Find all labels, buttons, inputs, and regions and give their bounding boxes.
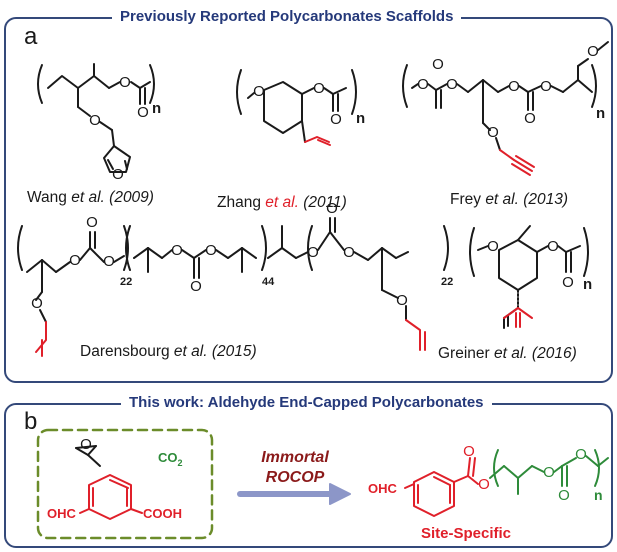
- svg-text:O: O: [119, 74, 131, 91]
- svg-text:44: 44: [262, 276, 275, 288]
- svg-text:22: 22: [441, 276, 453, 288]
- structure-wang: [37, 63, 155, 173]
- svg-text:O: O: [253, 83, 265, 100]
- citation-zhang: Zhang et al. (2011): [217, 194, 347, 211]
- svg-text:O: O: [313, 80, 325, 97]
- product-aryl-ester: [404, 457, 479, 517]
- arrow-label-rocop: ROCOP: [266, 469, 325, 486]
- svg-text:O: O: [343, 244, 355, 261]
- svg-text:O: O: [171, 242, 183, 259]
- panel-a-title: Previously Reported Polycarbonates Scaff…: [112, 8, 462, 25]
- formylbenzoic-acid: [79, 474, 143, 520]
- svg-text:n: n: [356, 110, 365, 127]
- panel-b-letter: b: [24, 408, 38, 435]
- svg-text:O: O: [417, 76, 429, 93]
- product-atom-labels: O O: [463, 443, 490, 493]
- co2-label: CO2: [158, 450, 183, 468]
- svg-text:n: n: [583, 276, 592, 293]
- svg-text:O: O: [112, 166, 124, 183]
- subscripts: n n n 22 44 22 n: [120, 100, 605, 293]
- svg-text:O: O: [137, 104, 149, 121]
- ohc-label: OHC: [47, 506, 77, 521]
- svg-text:O: O: [478, 476, 490, 493]
- svg-text:O: O: [307, 244, 319, 261]
- citation-frey: Frey et al. (2013): [450, 191, 569, 208]
- svg-text:O: O: [487, 124, 499, 141]
- svg-text:O: O: [524, 110, 536, 127]
- product-subscript-n: n: [594, 487, 603, 503]
- structure-frey: [402, 41, 609, 151]
- cooh-label: COOH: [143, 506, 182, 521]
- site-specific-label: Site-Specific: [421, 525, 511, 542]
- structure-darensbourg: [17, 217, 449, 323]
- svg-text:O: O: [446, 76, 458, 93]
- svg-text:O: O: [508, 78, 520, 95]
- svg-text:O: O: [190, 278, 202, 295]
- svg-text:O: O: [432, 56, 444, 73]
- citation-wang: Wang et al. (2009): [27, 189, 154, 206]
- svg-text:n: n: [152, 100, 161, 117]
- svg-text:O: O: [558, 487, 570, 504]
- svg-text:O: O: [31, 295, 43, 312]
- svg-text:O: O: [330, 111, 342, 128]
- svg-text:O: O: [80, 436, 92, 453]
- svg-text:O: O: [89, 112, 101, 129]
- svg-text:O: O: [540, 78, 552, 95]
- svg-text:22: 22: [120, 276, 132, 288]
- arrow-label-immortal: Immortal: [261, 449, 329, 466]
- svg-text:O: O: [575, 446, 587, 463]
- svg-text:O: O: [543, 464, 555, 481]
- panel-b-title: This work: Aldehyde End-Capped Polycarbo…: [121, 394, 492, 411]
- propylene-oxide: [75, 445, 101, 467]
- svg-text:O: O: [326, 200, 338, 217]
- citation-darensbourg: Darensbourg et al. (2015): [80, 343, 257, 360]
- svg-text:O: O: [463, 443, 475, 460]
- svg-text:n: n: [596, 105, 605, 122]
- product-polycarbonate: [489, 449, 609, 495]
- panel-b-frame: This work: Aldehyde End-Capped Polycarbo…: [4, 394, 613, 548]
- svg-text:O: O: [562, 274, 574, 291]
- structure-zhang: [236, 69, 357, 143]
- reactants-box: [36, 428, 214, 540]
- panel-a-frame: Previously Reported Polycarbonates Scaff…: [4, 8, 613, 383]
- svg-text:O: O: [103, 253, 115, 270]
- product-green-atom-labels: O O O: [543, 446, 587, 504]
- structure-greiner: [469, 225, 589, 329]
- svg-text:O: O: [487, 238, 499, 255]
- svg-text:O: O: [69, 252, 81, 269]
- atom-labels: O O O O O O O O O O O O O O O O O O O O …: [31, 43, 599, 453]
- product-ohc-label: OHC: [368, 481, 398, 496]
- svg-text:O: O: [587, 43, 599, 60]
- svg-text:O: O: [396, 292, 408, 309]
- reaction-arrow: [237, 483, 351, 505]
- svg-text:O: O: [205, 242, 217, 259]
- svg-text:O: O: [86, 214, 98, 231]
- svg-text:O: O: [547, 238, 559, 255]
- citation-greiner: Greiner et al. (2016): [438, 345, 577, 362]
- panel-a-letter: a: [24, 23, 38, 50]
